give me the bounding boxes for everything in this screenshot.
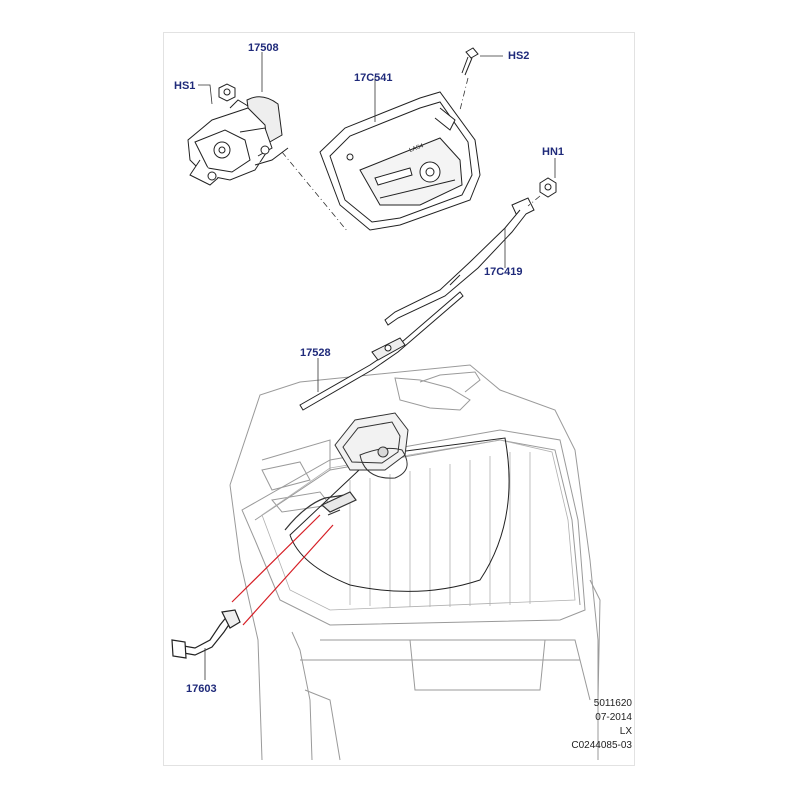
washer-hose-17603[interactable]	[171, 609, 241, 659]
model-code: LX	[619, 726, 632, 737]
callout-17603[interactable]: 17603	[186, 683, 217, 695]
callout-17528[interactable]: 17528	[300, 347, 331, 359]
leader-lines	[198, 52, 556, 680]
callout-hs2[interactable]: HS2	[508, 50, 530, 62]
tailgate-outline	[229, 364, 601, 761]
wiper-sweep-arc	[289, 437, 510, 592]
callout-hs1[interactable]: HS1	[174, 80, 196, 92]
cover-part-marking: LAS4	[409, 143, 425, 154]
callout-17508[interactable]: 17508	[248, 42, 279, 54]
reference-number: 5011620	[593, 698, 632, 709]
callout-17c419[interactable]: 17C419	[484, 266, 523, 278]
rear-glass	[261, 439, 576, 611]
diagram-date: 07-2014	[595, 712, 632, 723]
wiper-blade-17528[interactable]	[299, 291, 464, 411]
glass-wiper-mount[interactable]	[334, 412, 409, 479]
cover-17c541[interactable]	[319, 91, 481, 231]
wiper-motor-17508[interactable]	[187, 96, 289, 186]
illustration-code: C0244085-03	[571, 740, 632, 751]
callout-17c541[interactable]: 17C541	[354, 72, 393, 84]
hose-locator-lines	[231, 514, 334, 626]
wiper-arm-17c419[interactable]	[384, 197, 535, 326]
nut-hn1[interactable]	[539, 177, 557, 198]
washer-hose-installed[interactable]	[284, 491, 357, 531]
callout-hn1[interactable]: HN1	[542, 146, 565, 158]
screw-hs2[interactable]	[461, 47, 479, 76]
nut-hs1[interactable]	[218, 83, 236, 102]
